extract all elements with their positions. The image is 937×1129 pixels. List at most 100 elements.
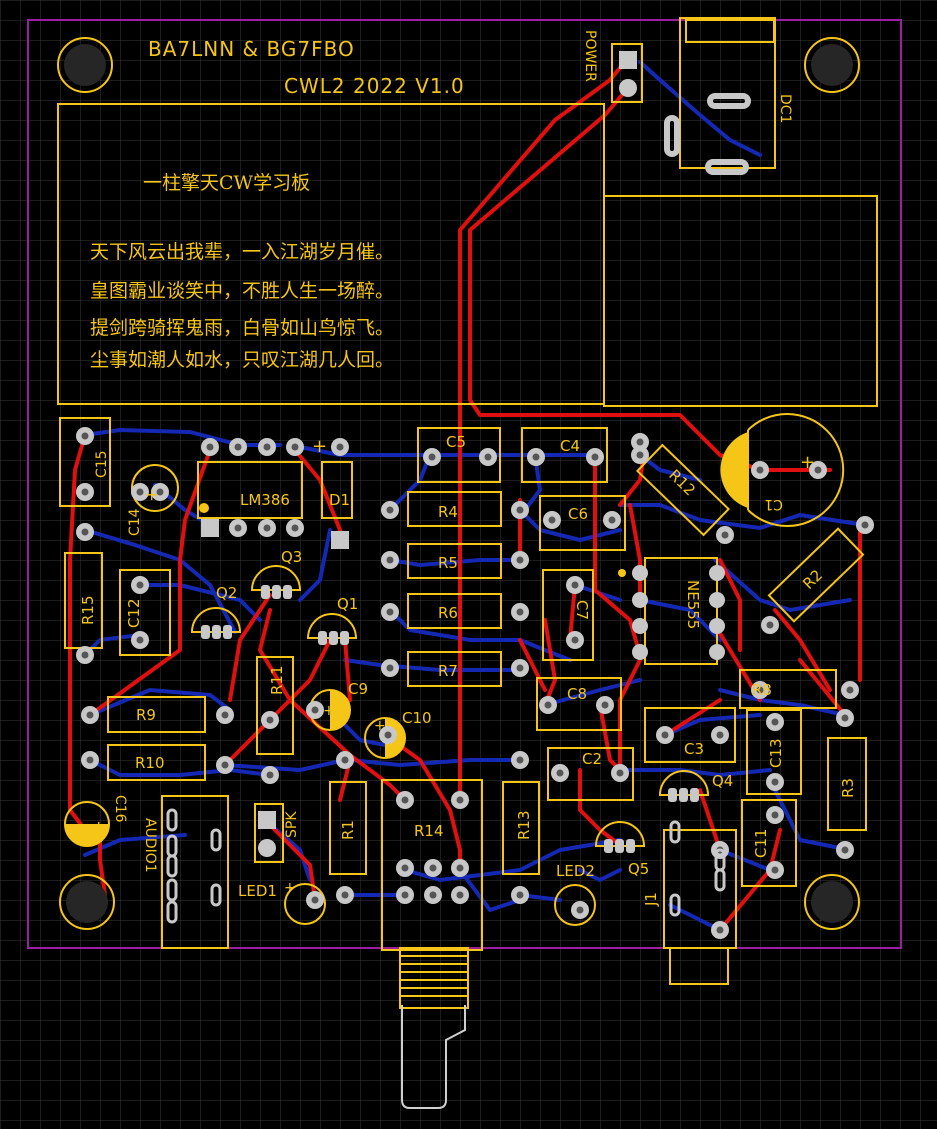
c14-label: C14 [127,508,143,536]
c7-label: C7 [573,600,591,620]
r2-outline [767,527,865,623]
square-pad [619,51,637,69]
pad-drill-hole [456,864,464,872]
polarity-markers: + + + + + + + [92,436,815,896]
pad-drill-hole [636,438,644,446]
pad-drill-hole [136,636,144,644]
led2-label: LED2 [556,862,595,880]
pad-drill-hole [81,651,89,659]
ne555-pin-pad [632,618,648,634]
c1-label: C1 [764,496,783,512]
pad-drill-hole [548,516,556,524]
r7-label: R7 [438,662,458,680]
transistor-pad [261,585,270,599]
lm386-label: LM386 [240,491,290,509]
pad-drill-hole [861,521,869,529]
pad-drill-hole [428,453,436,461]
pad-drill-hole [401,891,409,899]
pad-drill-hole [206,443,214,451]
poem-line-1: 天下风云出我辈，一入江湖岁月催。 [90,241,394,263]
jack-pad [210,828,222,852]
r8-label: R8 [752,681,772,699]
pad-drill-hole [336,443,344,451]
pad-drill-hole [516,556,524,564]
c15-label: C15 [94,450,110,478]
svg-text:+: + [92,817,105,836]
pad-drill-hole [846,686,854,694]
svg-text:+: + [145,485,158,504]
authors-label: BA7LNN & BG7FBO [148,37,355,61]
pad-drill-hole [401,864,409,872]
transistor-outlines [190,565,710,847]
version-label: CWL2 2022 V1.0 [284,74,465,98]
pad-drill-hole [716,926,724,934]
ne555-pin-pad [709,592,725,608]
jack-pad [669,893,681,917]
pad-drill-hole [576,906,584,914]
r5-label: R5 [438,554,458,572]
c13-label: C13 [767,738,785,768]
poem-line-2: 皇图霸业谈笑中，不胜人生一场醉。 [90,280,394,302]
pad-drill-hole [81,488,89,496]
svg-text:+: + [800,452,815,473]
ne555-pin-pad [632,592,648,608]
pad-drill-hole [136,488,144,496]
c5-label: C5 [446,433,466,451]
pad-drill-hole [456,891,464,899]
c10-label: C10 [402,709,432,727]
pad-drill-hole [456,796,464,804]
r12-outline [635,443,731,537]
transistor-pad [668,788,677,802]
pad-drill-hole [756,466,764,474]
pad-drill-hole [544,701,552,709]
pad-drill-hole [81,528,89,536]
q2-label: Q2 [216,584,237,602]
pad-drill-hole [591,453,599,461]
dc1-label: DC1 [777,94,793,123]
r1-label: R1 [339,820,357,840]
jack-pad [166,808,178,832]
pad-drill-hole [86,711,94,719]
mounting-holes [57,37,860,930]
pad-drill-hole [516,506,524,514]
pad-drill-hole [516,664,524,672]
transistor-pad [679,788,688,802]
pad-drill-hole [86,756,94,764]
transistor-pad [283,585,292,599]
q3-label: Q3 [281,548,302,566]
ne555-pin-pad [709,618,725,634]
power-label: POWER [582,30,598,82]
c6-label: C6 [568,505,588,523]
pad-drill-hole [311,706,319,714]
silkscreen-outlines [57,17,878,1009]
r3-label: R3 [839,778,857,798]
ne555-label: NE555 [684,580,702,629]
transistor-pad [690,788,699,802]
q4-label: Q4 [712,772,733,790]
pad-drill-hole [814,466,822,474]
r6-label: R6 [438,604,458,622]
through-hole-pad [619,79,637,97]
pad-drill-hole [266,771,274,779]
d1-label: D1 [329,491,350,509]
r4-label: R4 [438,503,458,521]
audio1-label: AUDIO1 [142,818,158,873]
j1-label: J1 [642,892,660,907]
top-copper-traces [68,56,862,932]
square-pad [258,811,276,829]
led1-label: LED1 [238,882,277,900]
q5-label: Q5 [628,860,649,878]
r10-label: R10 [135,754,165,772]
pad-drill-hole [532,453,540,461]
pad-drill-hole [136,581,144,589]
transistor-pad [340,631,349,645]
poem-line-3: 提剑跨骑挥鬼雨，白骨如山鸟惊飞。 [90,317,394,339]
pad-drill-hole [516,608,524,616]
c12-label: C12 [125,598,143,628]
pad-drill-hole [516,756,524,764]
c2-label: C2 [582,750,602,768]
c1-polarity-band [720,432,748,508]
pad-drill-hole [291,443,299,451]
